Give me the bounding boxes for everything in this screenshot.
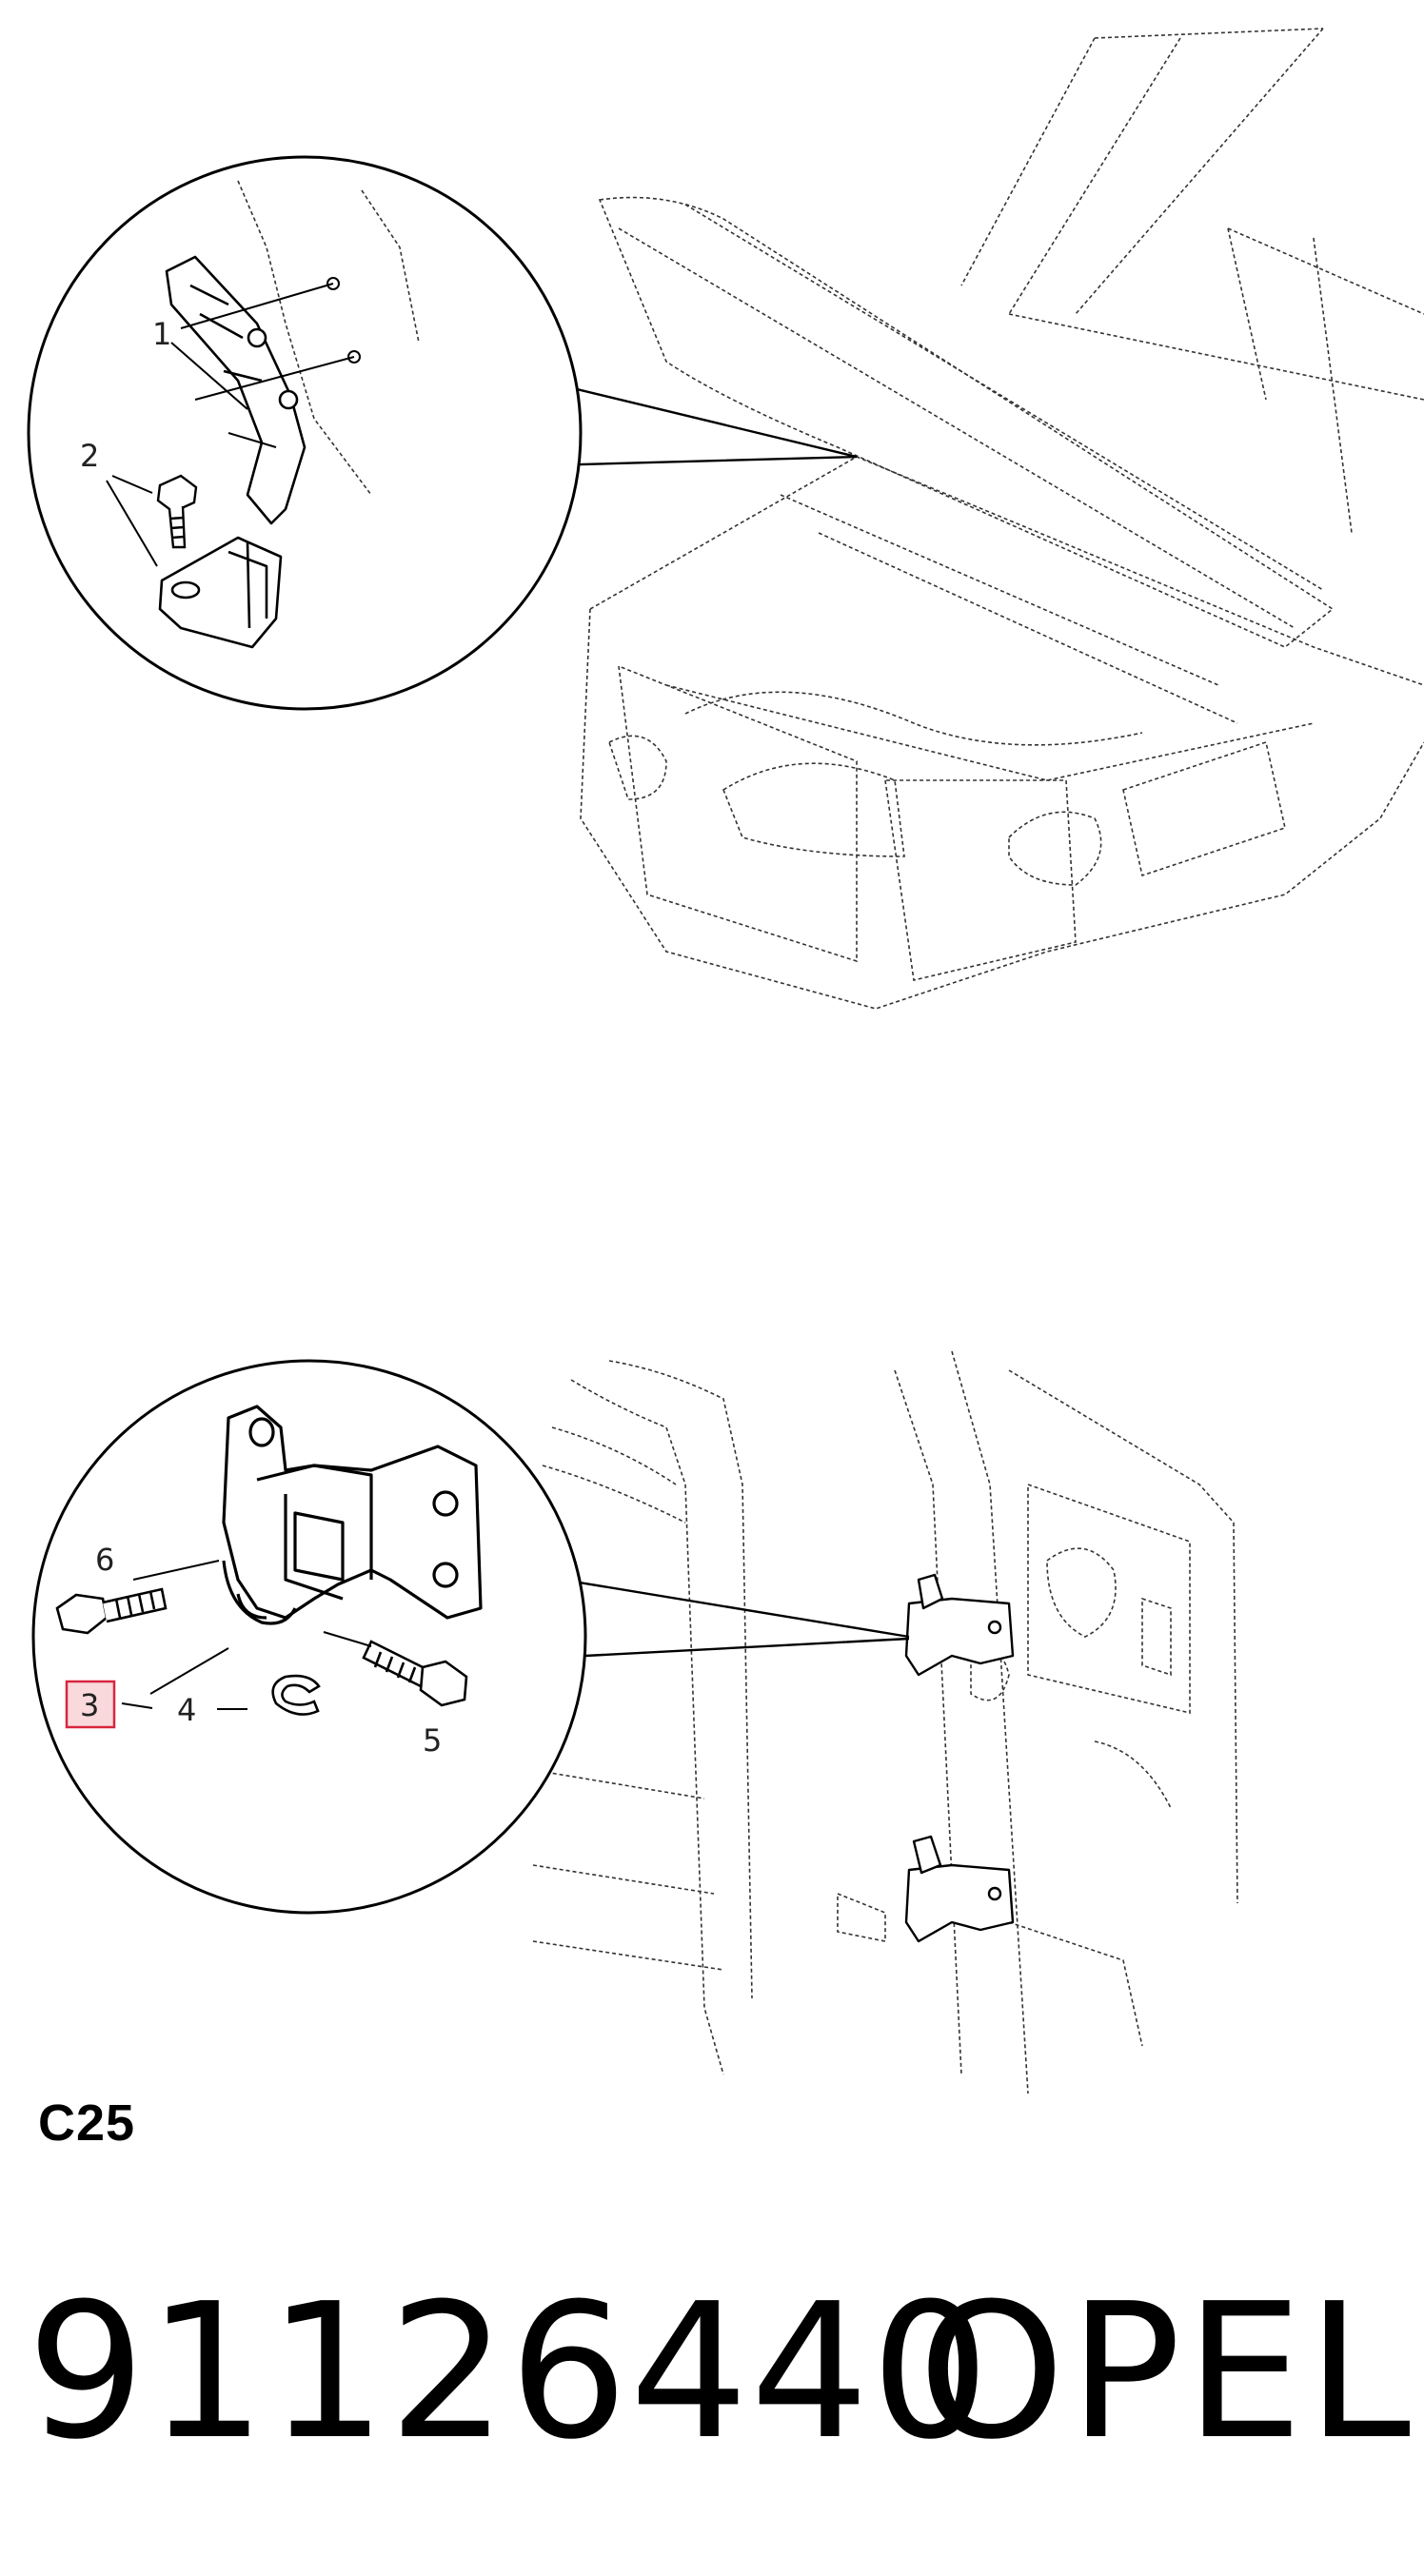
hood-hinge-bracket (158, 536, 283, 649)
vehicle-front-illustration (580, 28, 1424, 1010)
bolt-part-5 (362, 1640, 468, 1707)
door-pillar-illustration (532, 1350, 1238, 2094)
door-hinge-upper (904, 1573, 1015, 1677)
top-callout-lines (106, 283, 355, 567)
callout-2: 2 (80, 438, 99, 474)
callout-6: 6 (95, 1542, 114, 1578)
door-hinge-lower (904, 1835, 1015, 1943)
callout-3: 3 (80, 1687, 99, 1723)
part-number: 91126440 (27, 2264, 992, 2481)
bottom-detail-circle (31, 1359, 587, 1915)
door-hinge-part-3 (222, 1405, 483, 1625)
clip-part-4 (271, 1674, 321, 1716)
bottom-callout-lines (121, 1560, 372, 1710)
section-code: C25 (38, 2094, 136, 2152)
callout-1: 1 (152, 316, 171, 352)
bolt-part-6 (55, 1587, 168, 1635)
brand-name: OPEL (918, 2264, 1414, 2481)
callout-5: 5 (423, 1722, 442, 1759)
hood-hinge-part-1 (165, 255, 307, 525)
bolt-part-2 (156, 474, 198, 549)
callout-3-highlight-box[interactable] (65, 1680, 116, 1729)
top-detail-circle (27, 155, 583, 711)
callout-4: 4 (177, 1692, 196, 1728)
